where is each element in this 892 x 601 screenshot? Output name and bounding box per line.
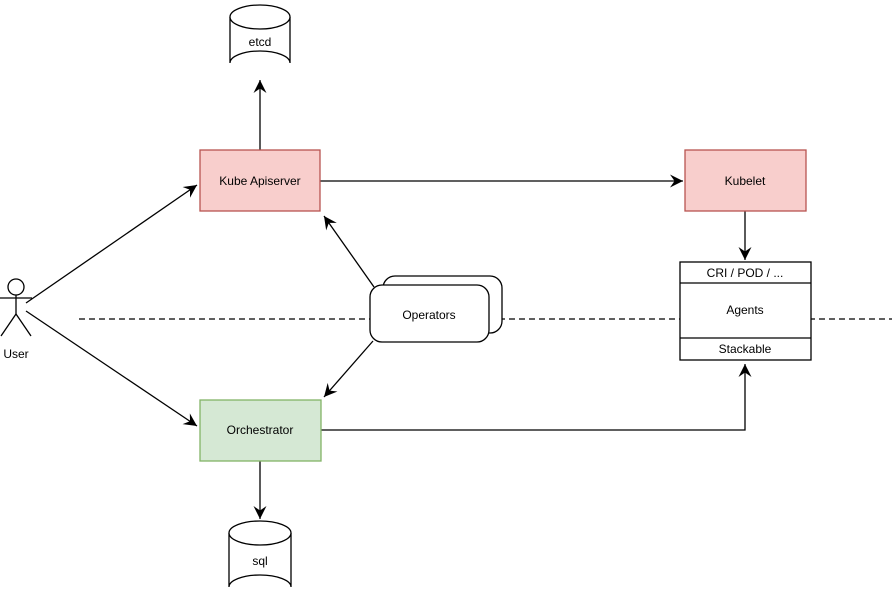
- actor-left-leg: [0, 313, 17, 337]
- edge-operators-to-orchestrator: [323, 340, 374, 398]
- edge-user-to-orchestrator: [25, 310, 198, 427]
- actor-head: [7, 278, 25, 296]
- orchestrator-box: [199, 399, 322, 462]
- agents-footer-label: Stackable: [719, 342, 772, 356]
- kube-apiserver-box: [199, 149, 321, 212]
- edge-user-to-kube-apiserver: [25, 184, 198, 304]
- node-kubelet: Kubelet: [684, 149, 807, 212]
- etcd-label: etcd: [249, 35, 272, 49]
- node-operators: Operators: [369, 275, 503, 343]
- user-label: User: [3, 347, 28, 361]
- node-sql: sql: [228, 520, 292, 588]
- node-etcd: etcd: [229, 4, 291, 64]
- agents-box: [679, 261, 812, 361]
- etcd-cylinder-body: [229, 17, 291, 64]
- operators-front-card: [369, 284, 490, 343]
- sql-cylinder-body: [228, 533, 292, 588]
- actor-right-leg: [15, 313, 32, 337]
- node-orchestrator: Orchestrator: [199, 399, 322, 462]
- edge-operators-to-kube-apiserver: [323, 215, 375, 288]
- orchestrator-label: Orchestrator: [227, 423, 294, 437]
- kubelet-box: [684, 149, 807, 212]
- etcd-cylinder-top: [229, 4, 291, 30]
- agents-header-label: CRI / POD / ...: [707, 266, 784, 280]
- operators-label: Operators: [402, 308, 455, 322]
- agents-body-label: Agents: [726, 303, 763, 317]
- node-agents: CRI / POD / ... Agents Stackable: [679, 261, 812, 361]
- kube-apiserver-label: Kube Apiserver: [219, 174, 300, 188]
- sql-label: sql: [252, 554, 267, 568]
- node-kube-apiserver: Kube Apiserver: [199, 149, 321, 212]
- kubelet-label: Kubelet: [725, 174, 766, 188]
- sql-cylinder-top: [228, 520, 292, 546]
- edge-orchestrator-to-agents-stackable: [320, 364, 752, 431]
- node-user: User: [0, 278, 32, 361]
